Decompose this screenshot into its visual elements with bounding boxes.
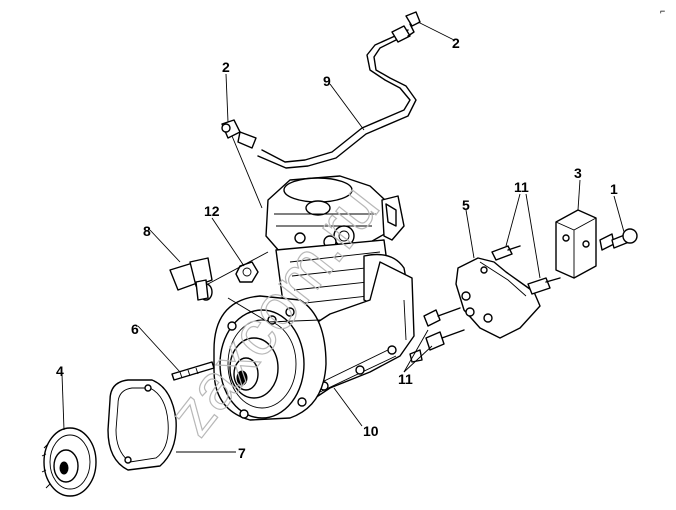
callout-7: 7 bbox=[238, 445, 246, 461]
callout-12: 12 bbox=[204, 203, 220, 219]
callout-4: 4 bbox=[56, 363, 64, 379]
bolt-1 bbox=[599, 228, 638, 251]
drive-gear bbox=[41, 427, 97, 497]
leader-lines bbox=[61, 21, 625, 453]
fitting-left bbox=[221, 119, 257, 149]
elbow-fitting bbox=[169, 257, 213, 301]
callout-5: 5 bbox=[462, 197, 470, 213]
callout-2-left: 2 bbox=[222, 59, 230, 75]
gear-housing bbox=[213, 295, 327, 421]
nut bbox=[235, 261, 259, 283]
callout-10: 10 bbox=[363, 423, 379, 439]
bolts bbox=[409, 245, 561, 363]
fitting-top-right bbox=[391, 11, 421, 43]
mount-block bbox=[555, 209, 597, 279]
callout-3: 3 bbox=[574, 165, 582, 181]
discharge-tube bbox=[221, 11, 421, 169]
callout-1: 1 bbox=[610, 181, 618, 197]
callout-11-bottom: 11 bbox=[398, 371, 413, 387]
callout-11-top: 11 bbox=[514, 179, 529, 195]
stud bbox=[171, 361, 215, 381]
compressor-head bbox=[265, 175, 405, 261]
callout-6: 6 bbox=[131, 321, 139, 337]
callout-9: 9 bbox=[323, 73, 331, 89]
bracket bbox=[455, 257, 541, 339]
callout-2-top: 2 bbox=[452, 35, 460, 51]
callout-8: 8 bbox=[143, 223, 151, 239]
gasket bbox=[107, 379, 177, 471]
corner-mark: ⌐ bbox=[660, 6, 665, 16]
